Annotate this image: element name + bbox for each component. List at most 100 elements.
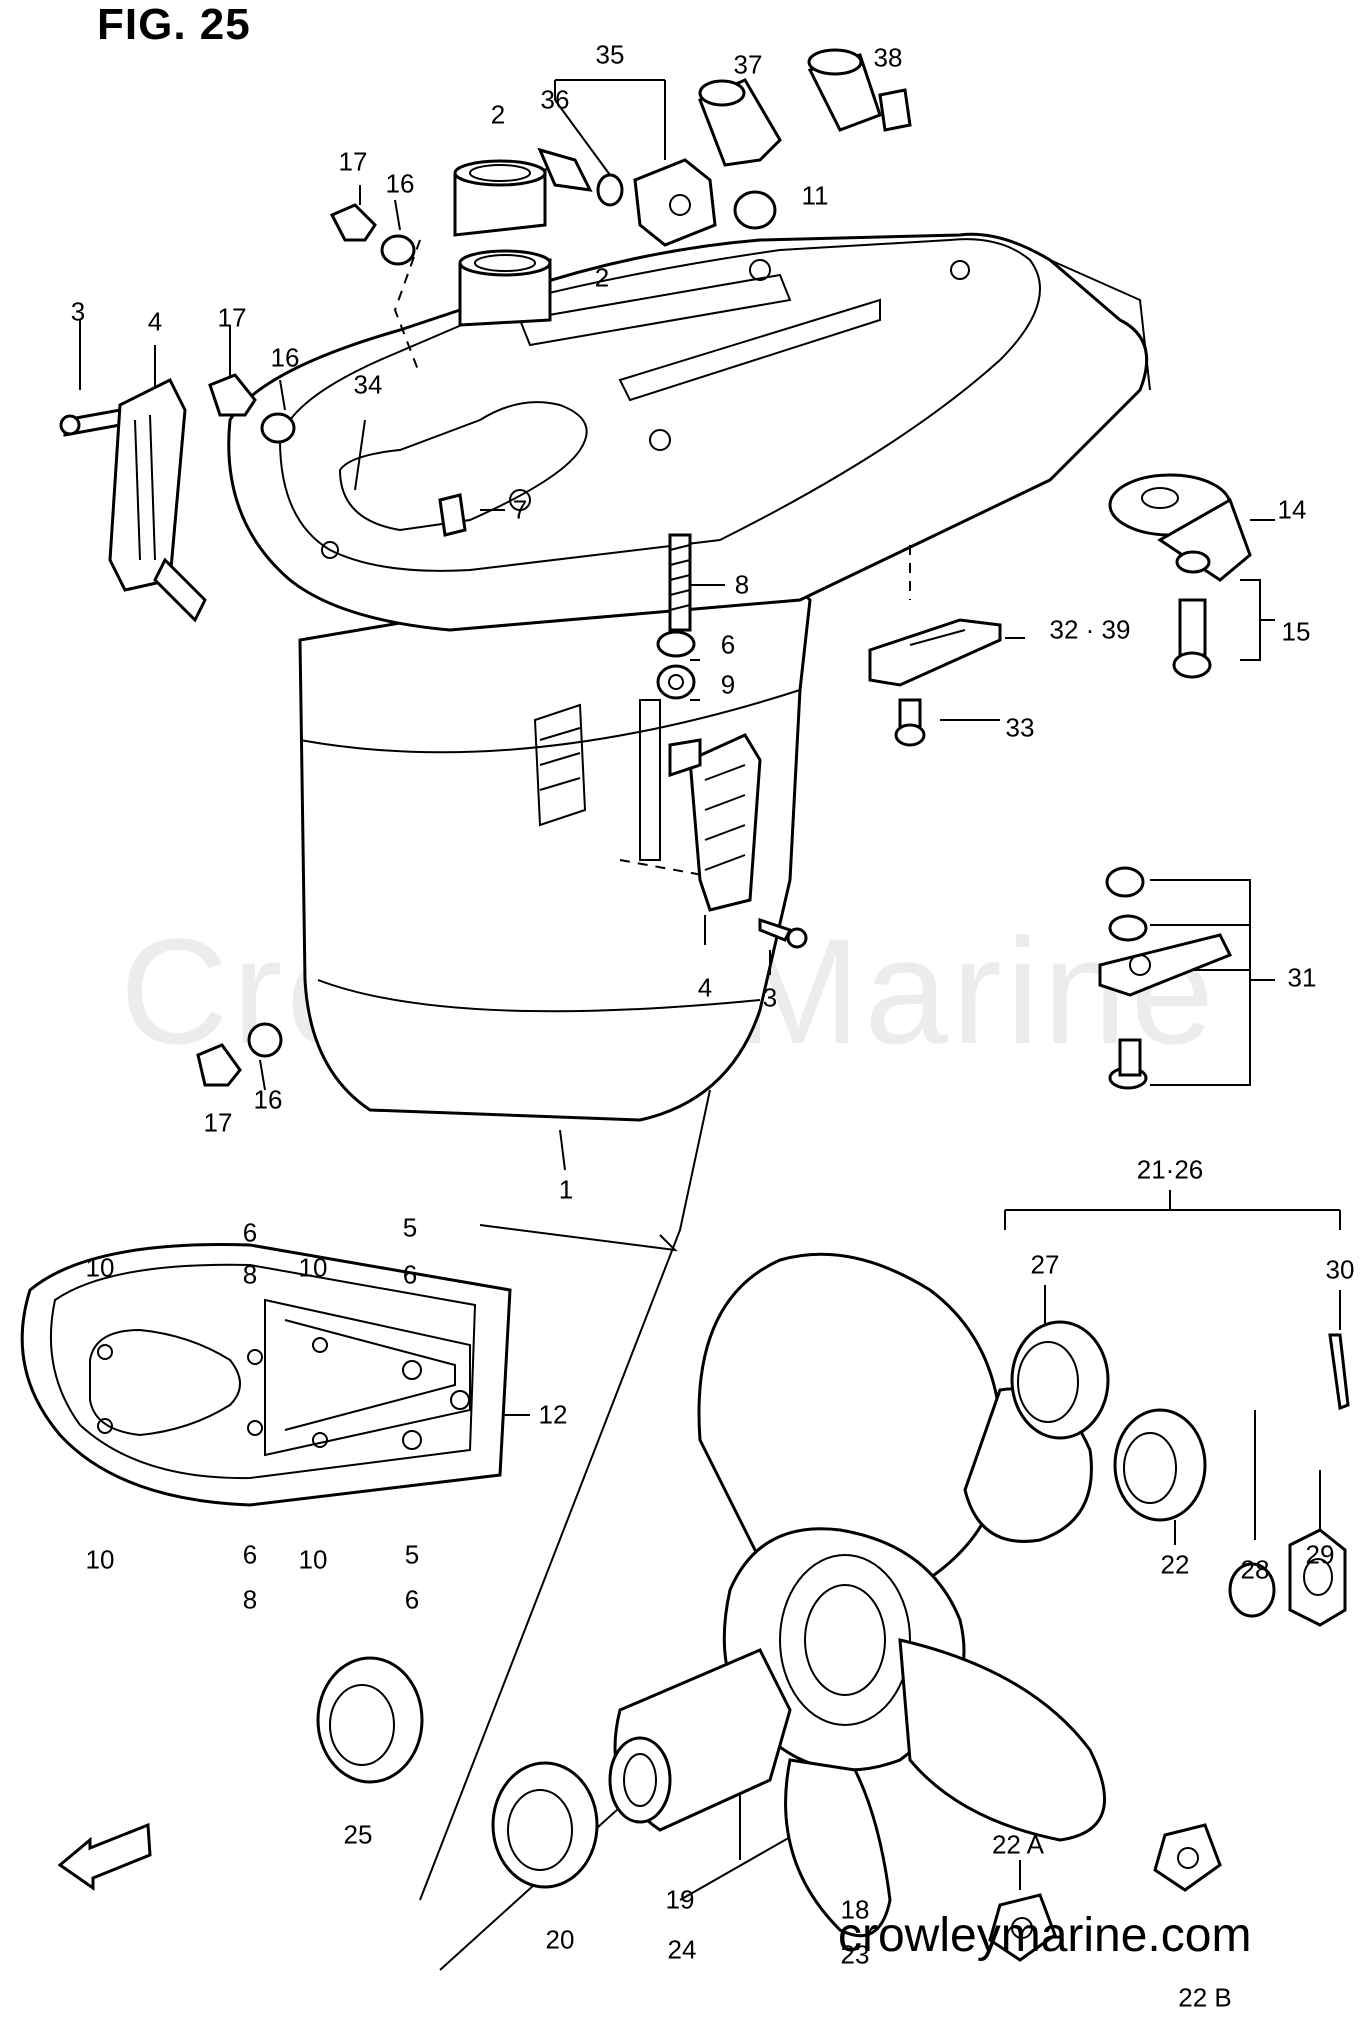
bolt-36 <box>537 147 624 207</box>
label-17-top: 17 <box>338 146 368 177</box>
label-36: 36 <box>540 84 570 115</box>
label-21-26: 21·26 <box>1136 1154 1204 1185</box>
bolt-15 <box>1172 598 1212 679</box>
label-19: 19 <box>665 1884 695 1915</box>
label-1: 1 <box>558 1174 574 1205</box>
gasket-label-6-bl: 6 <box>242 1539 258 1570</box>
gasket-label-6-tl: 6 <box>242 1217 258 1248</box>
thrust-washer-25 <box>316 1656 424 1784</box>
screw-3-side <box>758 917 808 949</box>
label-2-lower: 2 <box>594 262 610 293</box>
screw-3-top <box>59 408 122 437</box>
label-24: 24 <box>667 1934 697 1965</box>
label-4-side: 4 <box>697 972 713 1003</box>
washer-28 <box>1228 1562 1276 1618</box>
screw-17-mid <box>208 373 257 417</box>
label-25: 25 <box>343 1819 373 1850</box>
label-30: 30 <box>1325 1254 1355 1285</box>
screw-17-low <box>196 1043 242 1087</box>
gasket-label-5-tr: 5 <box>402 1212 418 1243</box>
label-3-top: 3 <box>70 296 86 327</box>
plug-37 <box>698 78 782 167</box>
label-6: 6 <box>720 629 736 660</box>
gasket-label-10-bl: 10 <box>85 1544 115 1575</box>
nut-31 <box>1105 866 1145 898</box>
plug-38 <box>807 48 912 132</box>
label-9: 9 <box>720 669 736 700</box>
gasket-label-5-br: 5 <box>404 1539 420 1570</box>
nut-9 <box>656 664 696 700</box>
propeller <box>697 1252 1106 1938</box>
figure-title: FIG. 25 <box>97 0 251 49</box>
anode-35 <box>633 158 717 247</box>
washer-16-low <box>247 1022 283 1058</box>
lock-washer-15 <box>1175 550 1211 574</box>
cover-32 <box>868 618 1002 687</box>
bushing-19 <box>608 1648 792 1832</box>
thrust-hub-27 <box>1010 1320 1110 1440</box>
label-16-low: 16 <box>253 1084 283 1115</box>
screw-31 <box>1108 1038 1148 1090</box>
gasket-label-10-tl: 10 <box>85 1252 115 1283</box>
pin-7 <box>438 493 467 537</box>
site-url-text: crowleymarine.com <box>838 1909 1252 1962</box>
thrust-washer-20 <box>491 1761 599 1889</box>
label-35: 35 <box>595 39 625 70</box>
washer-16-top <box>380 234 416 266</box>
label-8: 8 <box>734 569 750 600</box>
washer-16-mid <box>260 412 296 444</box>
cotter-pin-30 <box>1328 1333 1350 1411</box>
lock-washer-22b <box>1153 1823 1222 1892</box>
gasket-label-6-br: 6 <box>404 1584 420 1615</box>
anode-4-side <box>668 733 762 912</box>
trim-tab-14 <box>1108 473 1252 582</box>
gasket-label-6-tr: 6 <box>402 1259 418 1290</box>
gasket-plate <box>20 1243 512 1507</box>
label-38: 38 <box>873 42 903 73</box>
washer-6 <box>656 630 696 658</box>
label-32-39: 32 · 39 <box>1049 614 1131 645</box>
label-22a: 22 A <box>991 1829 1045 1860</box>
gasket-label-10-tm: 10 <box>298 1252 328 1283</box>
label-23: 23 <box>840 1939 870 1970</box>
plate-31 <box>1098 933 1233 997</box>
nut-29 <box>1288 1528 1347 1627</box>
label-29: 29 <box>1305 1539 1335 1570</box>
anode-4-top <box>108 377 207 623</box>
label-16-top: 16 <box>385 168 415 199</box>
plug-11 <box>733 190 777 230</box>
label-34: 34 <box>353 369 383 400</box>
label-33: 33 <box>1005 712 1035 743</box>
screw-17-top <box>329 203 377 242</box>
label-7: 7 <box>512 494 528 525</box>
label-22: 22 <box>1160 1549 1190 1580</box>
label-27: 27 <box>1030 1249 1060 1280</box>
label-15: 15 <box>1281 616 1311 647</box>
gasket-label-8-bl: 8 <box>242 1584 258 1615</box>
label-12: 12 <box>538 1399 568 1430</box>
gasket-label-10-bm: 10 <box>298 1544 328 1575</box>
stud-8 <box>668 533 692 632</box>
gasket-label-8-tl: 8 <box>242 1259 258 1290</box>
label-22b: 22 B <box>1178 1982 1232 2013</box>
label-14: 14 <box>1277 494 1307 525</box>
label-3-side: 3 <box>762 982 778 1013</box>
lock-washer-22a <box>988 1893 1057 1962</box>
label-28: 28 <box>1240 1554 1270 1585</box>
label-4-top: 4 <box>147 306 163 337</box>
label-20: 20 <box>545 1924 575 1955</box>
washer-31 <box>1108 914 1148 942</box>
label-17-mid: 17 <box>217 302 247 333</box>
label-37: 37 <box>733 49 763 80</box>
label-16-mid: 16 <box>270 342 300 373</box>
label-11: 11 <box>801 180 829 211</box>
label-31: 31 <box>1287 962 1317 993</box>
bolt-33 <box>894 698 926 747</box>
fwd-arrow-icon <box>57 1822 152 1891</box>
spacer-22 <box>1113 1408 1207 1522</box>
label-17-low: 17 <box>203 1107 233 1138</box>
label-2-upper: 2 <box>490 99 506 130</box>
label-18: 18 <box>840 1894 870 1925</box>
